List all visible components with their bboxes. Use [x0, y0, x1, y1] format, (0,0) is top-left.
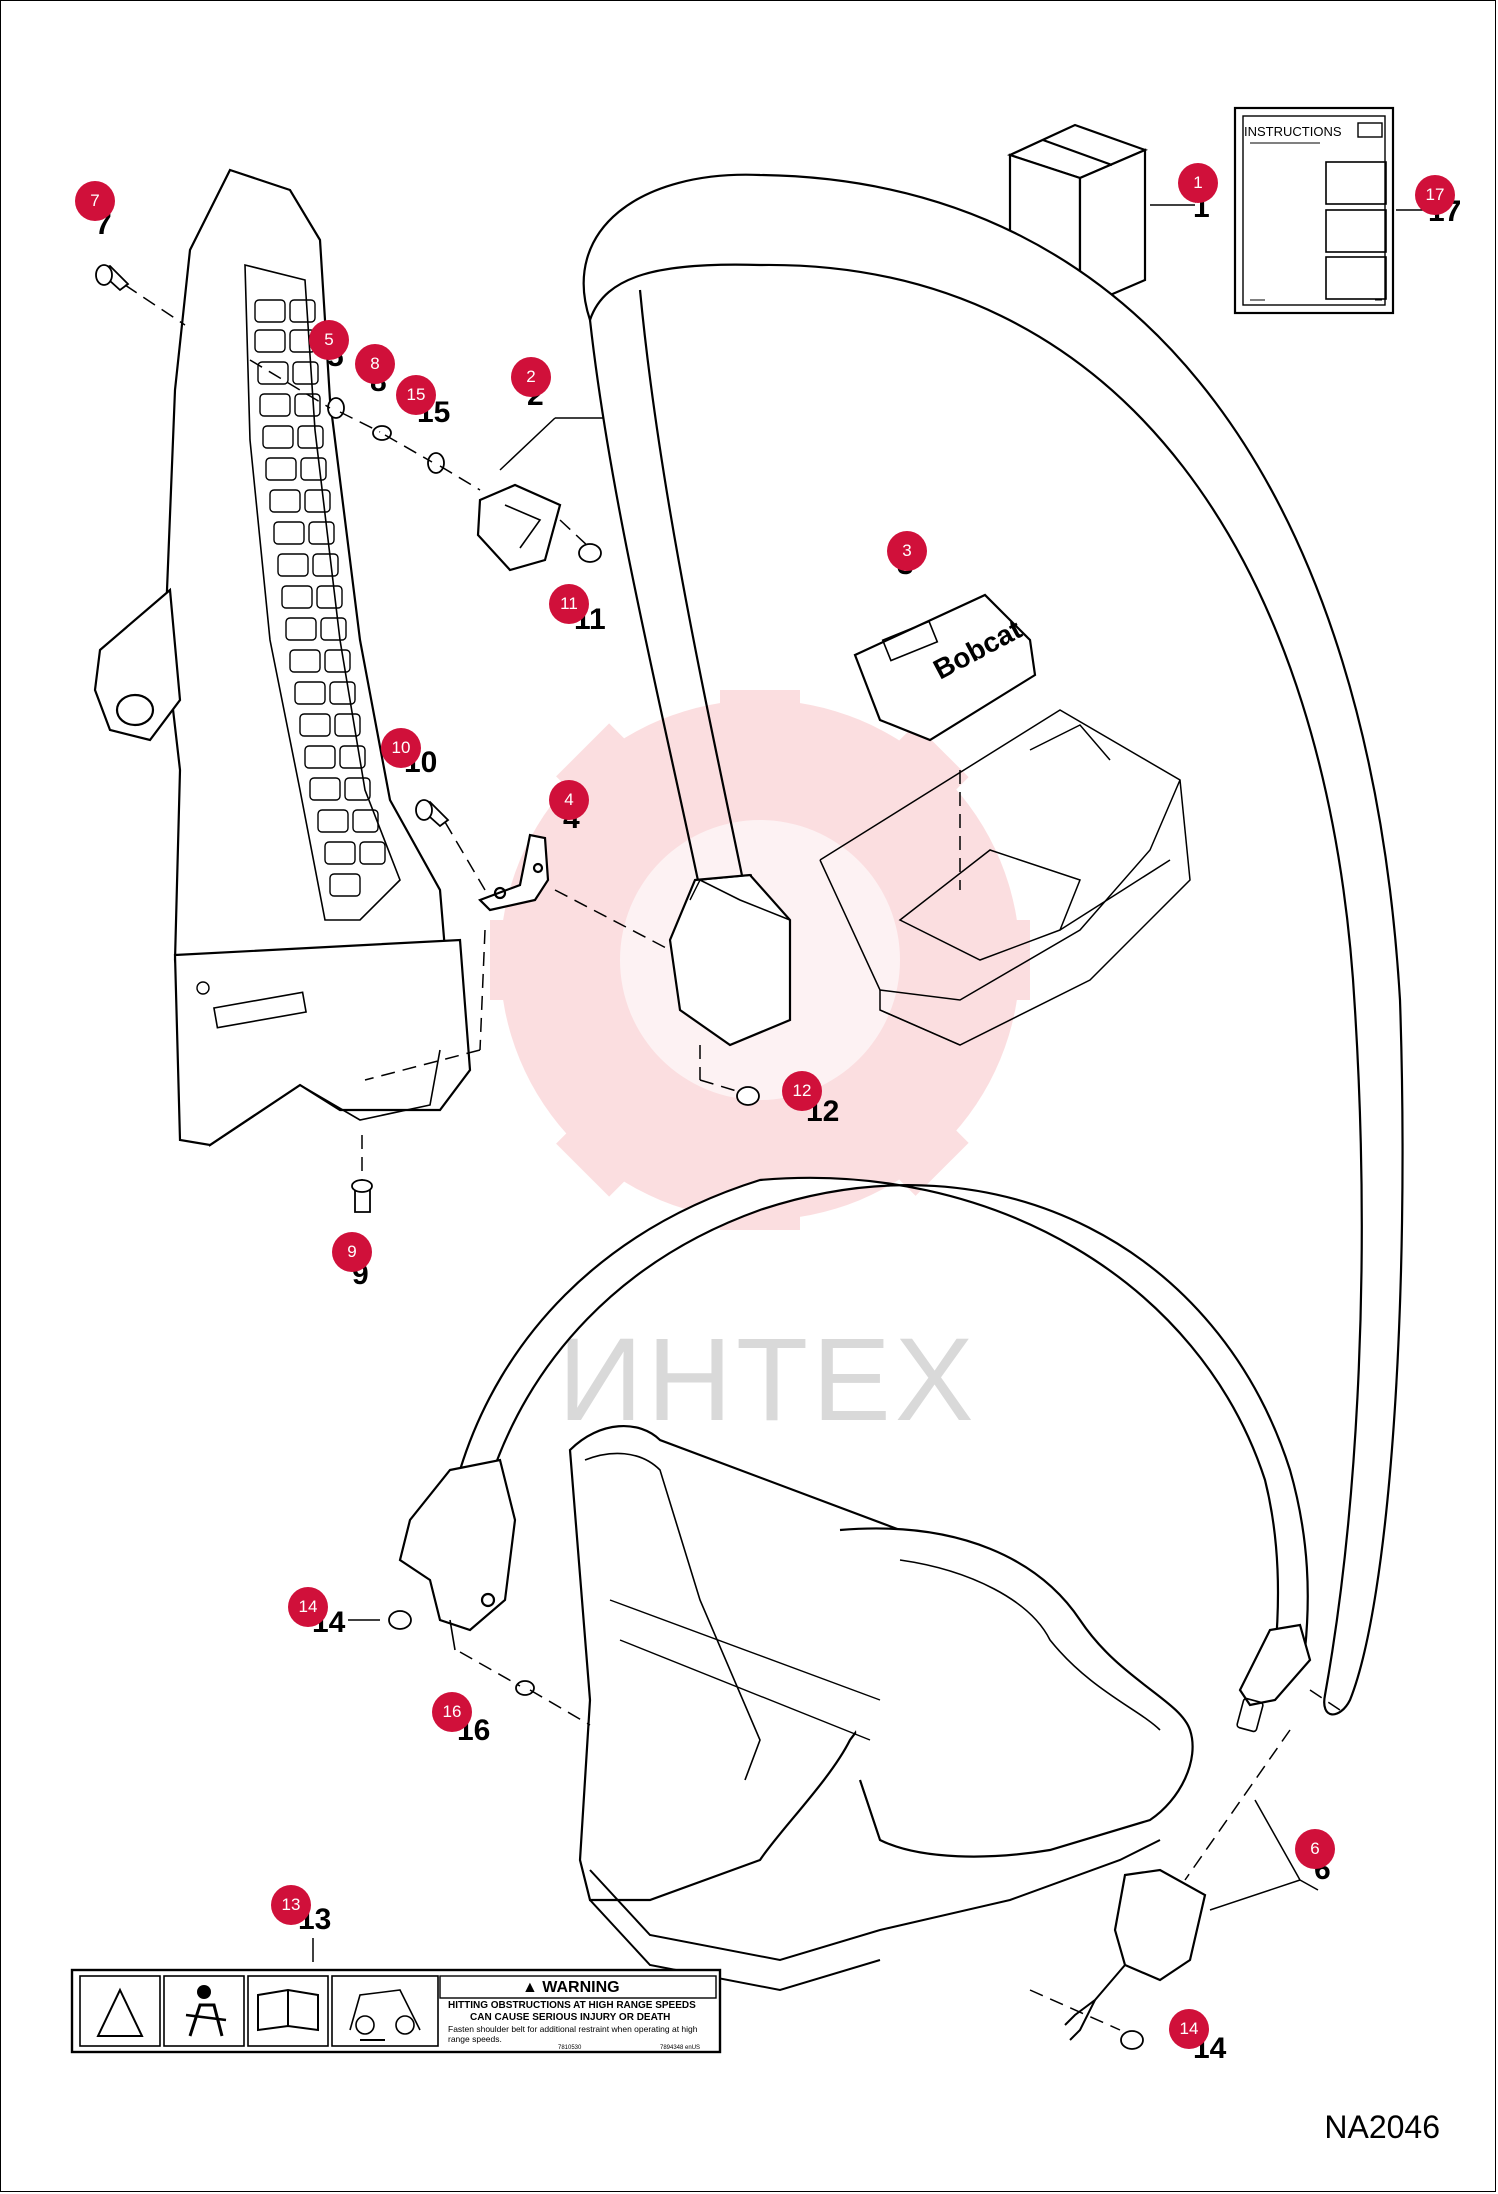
- bolt-icon: [95, 264, 450, 1213]
- nut-icon: [327, 397, 1144, 2050]
- callout-6[interactable]: 6: [1295, 1829, 1335, 1869]
- instructions-label: INSTRUCTIONS: [1244, 124, 1342, 139]
- callout-4[interactable]: 4: [549, 780, 589, 820]
- decal-code-right: 7894348 enUS: [660, 2045, 700, 2051]
- callout-5[interactable]: 5: [309, 320, 349, 360]
- drawing-code: NA2046: [1324, 2109, 1440, 2145]
- decal-warning-line2: CAN CAUSE SERIOUS INJURY OR DEATH: [470, 2012, 670, 2023]
- callout-10[interactable]: 10: [381, 728, 421, 768]
- callout-1[interactable]: 1: [1178, 163, 1218, 203]
- callout-12[interactable]: 12: [782, 1071, 822, 1111]
- callout-7[interactable]: 7: [75, 181, 115, 221]
- decal-warning-title: ▲ WARNING: [522, 1979, 620, 1996]
- decal-code-left: 7810530: [558, 2045, 582, 2051]
- buckle-tongue-icon: [1236, 1623, 1312, 1733]
- safety-decal-icon: [70, 1968, 722, 2054]
- callout-16[interactable]: 16: [432, 1692, 472, 1732]
- callout-17[interactable]: 17: [1415, 175, 1455, 215]
- buckle-receiver-icon: [1064, 1868, 1207, 2041]
- belt-retractor-icon: [398, 1458, 517, 1651]
- grille-cells: [254, 299, 386, 897]
- decal-warning-body2: range speeds.: [448, 2034, 502, 2044]
- callout-13[interactable]: 13: [271, 1885, 311, 1925]
- anchor-bracket-icon: [476, 483, 562, 572]
- watermark-text: ИНТЕХ: [558, 1314, 978, 1446]
- callout-15[interactable]: 15: [396, 375, 436, 415]
- callout-2[interactable]: 2: [511, 357, 551, 397]
- decal-warning-body1: Fasten shoulder belt for additional rest…: [448, 2024, 698, 2034]
- bobcat-cover-icon: [853, 593, 1037, 742]
- callout-8[interactable]: 8: [355, 344, 395, 384]
- decal-warning-line1: HITTING OBSTRUCTIONS AT HIGH RANGE SPEED…: [448, 2000, 696, 2011]
- instructions-sheet-icon: [1233, 106, 1395, 315]
- callout-14b[interactable]: 14: [1169, 2009, 1209, 2049]
- callout-9[interactable]: 9: [332, 1232, 372, 1272]
- callout-11[interactable]: 11: [549, 584, 589, 624]
- callout-14a[interactable]: 14: [288, 1587, 328, 1627]
- mount-bracket-icon: [478, 833, 550, 912]
- callout-3[interactable]: 3: [887, 531, 927, 571]
- seat-icon: [568, 1424, 1194, 1992]
